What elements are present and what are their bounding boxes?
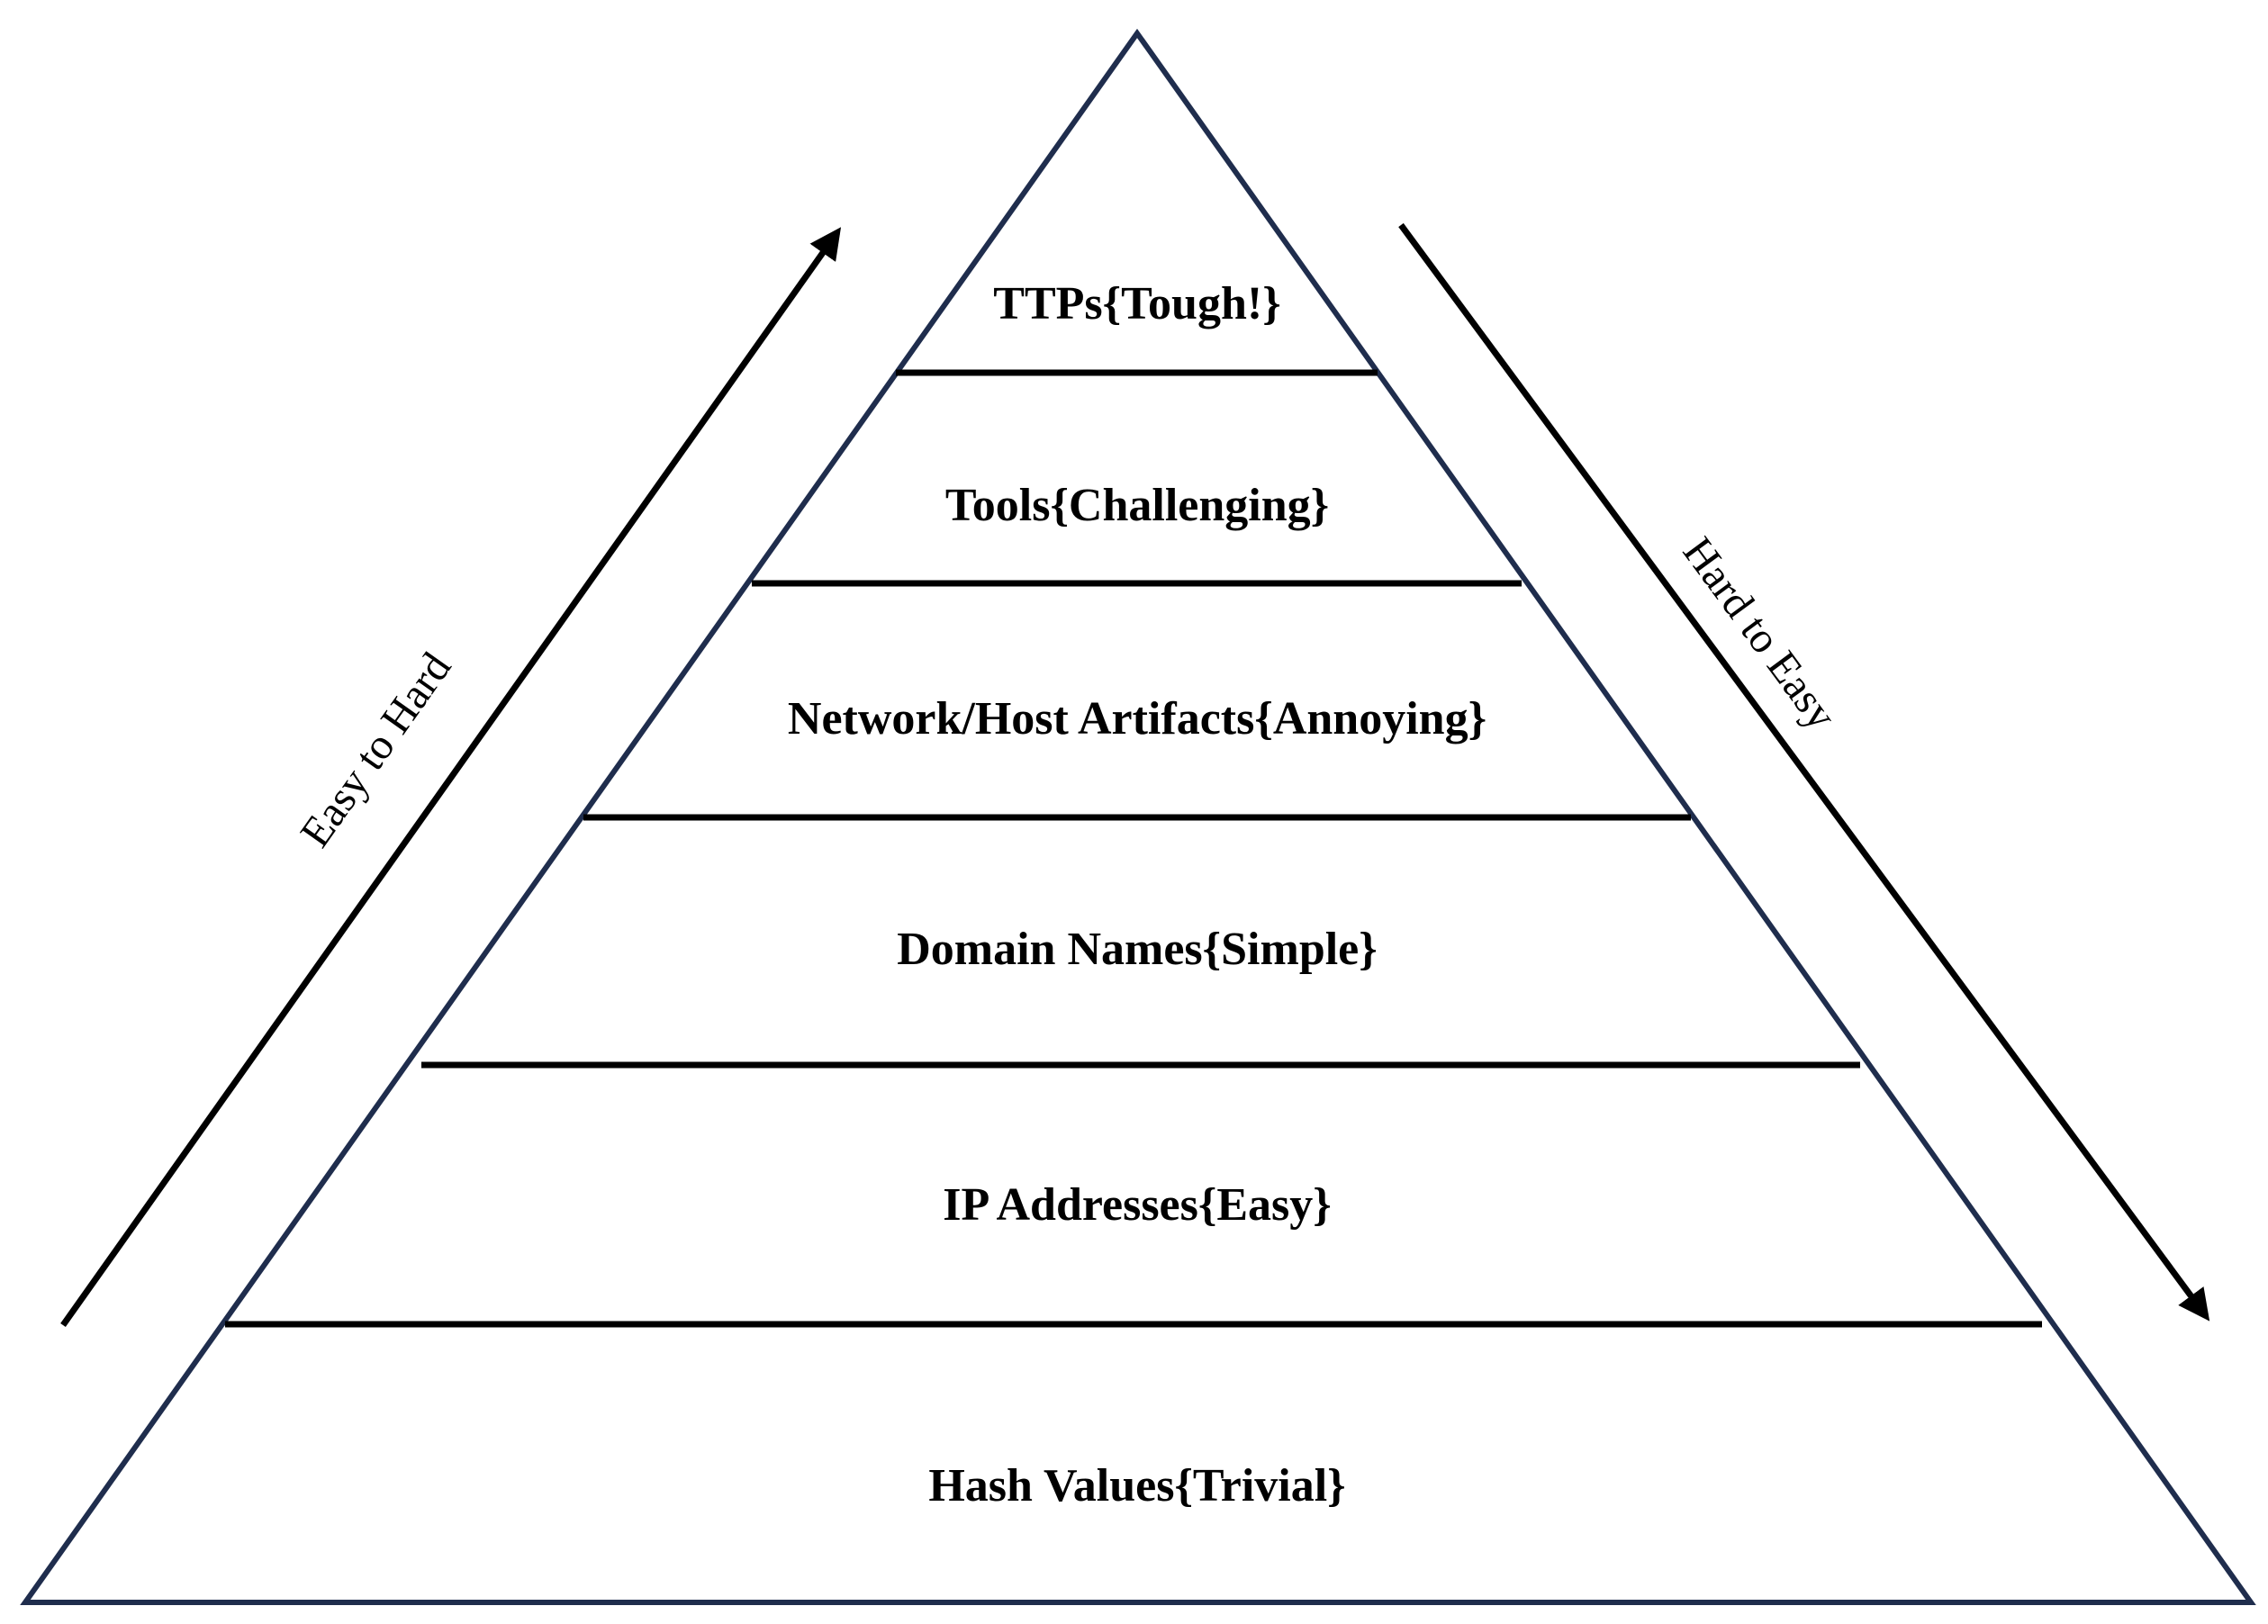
tier-label-tools: Tools{Challenging}: [945, 480, 1329, 531]
tier-label-hash-values: Hash Values{Trivial}: [928, 1460, 1345, 1511]
tier-label-ip-addresses: IP Addresses{Easy}: [943, 1179, 1332, 1231]
tier-label-ttps: TTPs{Tough!}: [993, 278, 1280, 329]
easy-to-hard-arrow: [60, 227, 842, 1328]
hard-to-easy-arrow: [1398, 222, 2210, 1322]
tier-label-network-host-artifacts: Network/Host Artifacts{Annoying}: [788, 693, 1486, 744]
easy-to-hard-label: Easy to Hard: [291, 644, 460, 855]
tier-label-domain-names: Domain Names{Simple}: [897, 924, 1378, 975]
